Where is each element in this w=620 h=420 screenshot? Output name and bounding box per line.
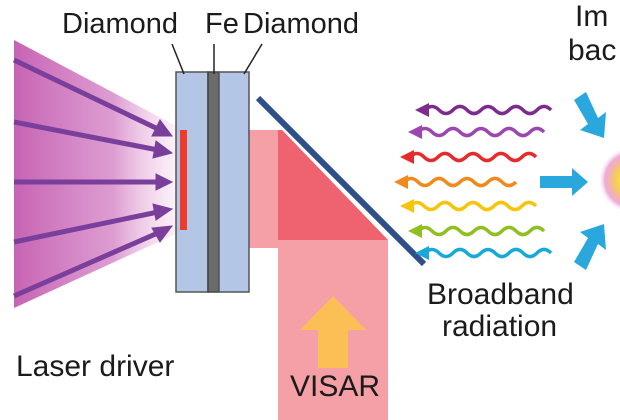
label-broadband: Broadband [427, 278, 574, 311]
wave-red [400, 150, 538, 164]
wave-blue [415, 246, 553, 260]
wave-purple [415, 103, 553, 117]
label-pointers [171, 43, 263, 75]
diamond-right-layer [218, 71, 250, 293]
backlighter-arrows [540, 92, 606, 270]
label-fe: Fe [205, 8, 239, 40]
wave-green [408, 224, 546, 238]
backlighter-source [598, 148, 620, 212]
backlighter-arrow-top [574, 92, 606, 138]
wave-violet [408, 125, 546, 139]
label-visar: VISAR [290, 370, 381, 403]
visar-beam-overlap [278, 130, 388, 240]
laser-driver-arrows [12, 57, 174, 299]
label-radiation: radiation [442, 310, 558, 343]
visar-arrow [300, 296, 366, 368]
label-diamond-right: Diamond [243, 8, 360, 40]
label-diamond-left: Diamond [62, 8, 179, 40]
fe-layer [207, 71, 220, 293]
mirror [255, 95, 427, 267]
laser-driver-glow [14, 40, 180, 308]
label-laser-driver: Laser driver [16, 350, 175, 383]
label-imaging-partial: Im [575, 0, 609, 33]
backlighter-arrow-bottom [574, 224, 606, 270]
wave-yellow [400, 199, 538, 213]
broadband-waves [394, 103, 553, 260]
wave-orange [394, 175, 518, 189]
backlighter-arrow-middle [540, 168, 588, 196]
label-backlighter-partial: bac [568, 34, 617, 67]
laser-hot-spot [180, 130, 187, 230]
